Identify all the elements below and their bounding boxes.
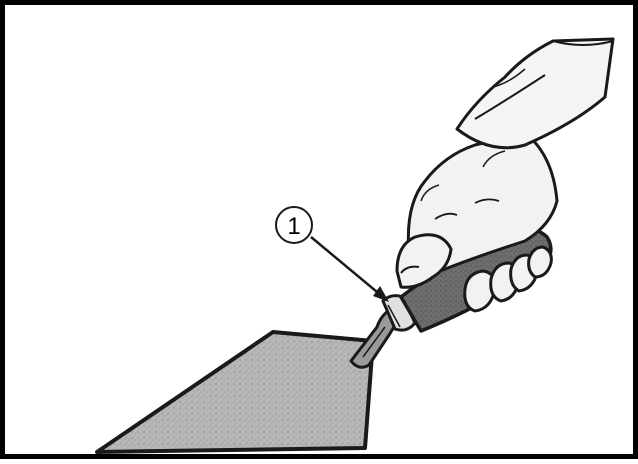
callout-leader-line — [311, 237, 383, 297]
callout-number: 1 — [287, 213, 300, 240]
callout-arrowhead — [373, 286, 389, 302]
sleeve — [457, 39, 613, 148]
hand — [397, 133, 557, 311]
callout-1: 1 — [276, 207, 389, 302]
trowel-illustration: 1 — [5, 5, 638, 464]
trowel-blade — [97, 332, 373, 452]
